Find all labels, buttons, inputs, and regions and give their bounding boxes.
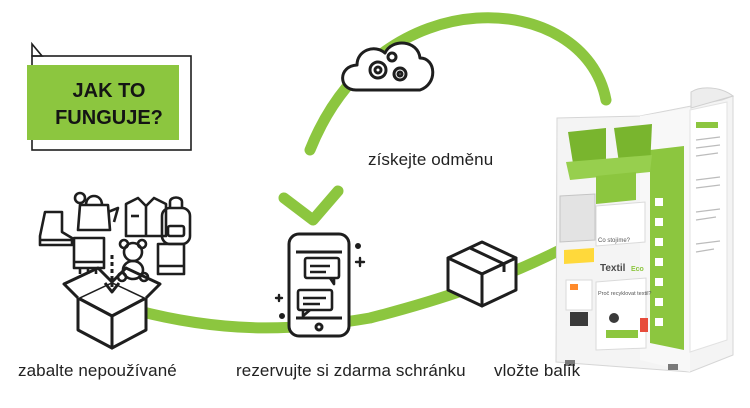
machine-brand-suffix: Eco <box>631 266 644 273</box>
step-label-insert: vložte balík <box>494 361 581 380</box>
chat-bubble-icon <box>296 256 341 318</box>
textile-container-machine <box>555 87 735 373</box>
machine-question-2: Proč recyklovat textil? <box>598 291 652 297</box>
cloud-gears-icon <box>341 41 435 92</box>
book-icon <box>156 242 186 276</box>
how-it-works-badge <box>27 41 192 151</box>
towel-icon <box>72 236 106 274</box>
machine-question-1: Co stojíme? <box>598 238 631 244</box>
badge-title: JAK TO FUNGUJE? <box>40 78 178 132</box>
arrow-down-icon <box>278 185 344 226</box>
reward-label: získejte odměnu <box>368 150 494 169</box>
reward-arc <box>304 12 612 156</box>
machine-brand: Textil <box>600 263 626 274</box>
boot-icon <box>38 210 74 247</box>
sparkle-icon <box>274 242 366 320</box>
shirt-icon <box>124 196 168 238</box>
closed-box-icon <box>446 240 518 308</box>
step-label-pack: zabalte nepoužívané <box>18 361 177 380</box>
step-label-reserve: rezervujte si zdarma schránku <box>236 361 466 380</box>
teapot-icon <box>73 191 120 232</box>
badge-line-2: FUNGUJE? <box>55 107 163 129</box>
smartphone-icon <box>287 232 351 338</box>
badge-line-1: JAK TO <box>72 80 146 102</box>
teddy-bear-icon <box>116 238 150 283</box>
